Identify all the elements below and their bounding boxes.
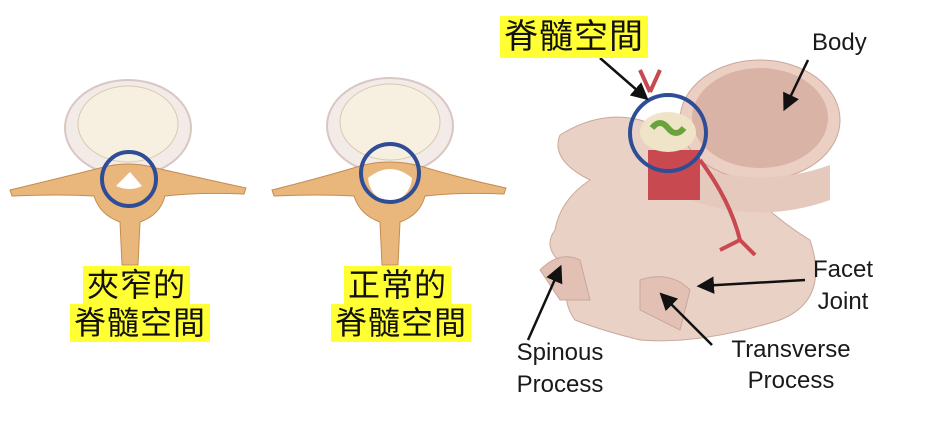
canal-arrow bbox=[599, 57, 649, 101]
spinous-process-label-1: Spinous bbox=[516, 339, 604, 366]
annotation-arrows bbox=[526, 57, 810, 346]
spinal-canal-circle bbox=[628, 93, 708, 173]
canal-title: 脊髓空間 bbox=[500, 16, 648, 58]
transverse-process-label-2: Process bbox=[747, 367, 835, 394]
transverse-arrow bbox=[659, 292, 713, 346]
lumbar-vertebrae-3d-view bbox=[539, 59, 841, 342]
narrowed-canal-circle bbox=[100, 150, 158, 208]
body-label: Body bbox=[812, 29, 867, 56]
spinous-arrow bbox=[526, 264, 563, 341]
facet-joint-label-1: Facet bbox=[812, 256, 874, 283]
spinous-process-label-2: Process bbox=[516, 371, 604, 398]
normal-label-line2: 脊髓空間 bbox=[331, 304, 472, 342]
normal-vertebra-top-view bbox=[271, 77, 507, 266]
facet-arrow bbox=[696, 276, 806, 294]
body-arrow bbox=[783, 59, 810, 112]
normal-canal-circle bbox=[359, 142, 421, 204]
transverse-process-label-1: Transverse bbox=[731, 336, 851, 363]
narrowed-vertebra-top-view bbox=[9, 79, 247, 266]
narrowed-label-line1: 夾窄的 bbox=[83, 266, 191, 304]
narrowed-label-line2: 脊髓空間 bbox=[70, 304, 211, 342]
facet-joint-label-2: Joint bbox=[817, 288, 869, 315]
normal-label-line1: 正常的 bbox=[344, 266, 452, 304]
